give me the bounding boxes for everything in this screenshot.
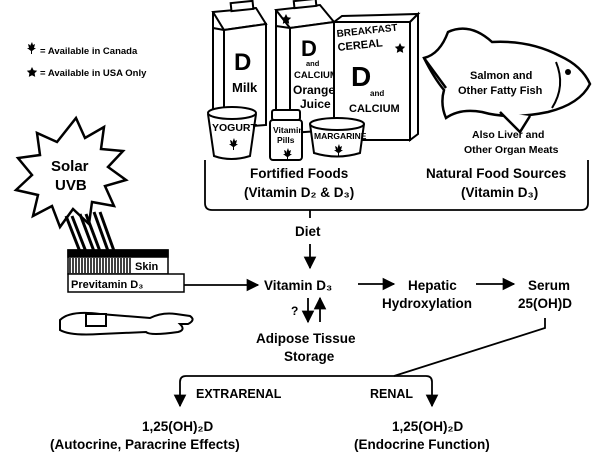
oj-calcium: CALCIUM bbox=[294, 70, 338, 81]
fortified-title: Fortified Foods bbox=[250, 166, 348, 181]
margarine-tub bbox=[309, 117, 365, 158]
fish-also2: Other Organ Meats bbox=[464, 144, 559, 156]
fish-also1: Also Liver and bbox=[472, 129, 544, 141]
adipose-line1: Adipose Tissue bbox=[256, 331, 356, 346]
vitamin-pills-bottle bbox=[269, 109, 303, 161]
oj-and: and bbox=[306, 59, 320, 68]
diet-label: Diet bbox=[295, 224, 321, 239]
storage-question: ? bbox=[291, 304, 298, 318]
fortified-sub: (Vitamin D₂ & D₃) bbox=[244, 185, 354, 200]
sun-burst-icon bbox=[13, 115, 129, 230]
hepatic-line1: Hepatic bbox=[408, 278, 457, 293]
pills-line2: Pills bbox=[277, 135, 295, 145]
extrarenal-label: EXTRARENAL bbox=[196, 387, 282, 401]
output-left-line1: 1,25(OH)₂D bbox=[142, 419, 214, 434]
legend-usa-text: = Available in USA Only bbox=[40, 68, 147, 79]
previtamin-label: Previtamin D₃ bbox=[71, 279, 143, 291]
sources-bracket bbox=[204, 160, 589, 211]
renal-label: RENAL bbox=[370, 387, 413, 401]
fish-line1: Salmon and bbox=[470, 70, 532, 82]
serum-line1: Serum bbox=[528, 278, 570, 293]
maple-leaf-icon bbox=[334, 144, 343, 156]
output-right-line1: 1,25(OH)₂D bbox=[392, 419, 464, 434]
skin-label: Skin bbox=[135, 261, 159, 273]
yogurt-label: YOGURT bbox=[212, 122, 258, 134]
star-icon bbox=[394, 43, 406, 53]
oj-letter: D bbox=[301, 36, 317, 61]
cereal-letter: D bbox=[351, 61, 371, 92]
fish-illustration bbox=[422, 27, 592, 134]
hepatic-line2: Hydroxylation bbox=[382, 296, 472, 311]
pills-line1: Vitamin bbox=[273, 125, 304, 135]
cereal-calcium: CALCIUM bbox=[349, 103, 400, 115]
fish-line2: Other Fatty Fish bbox=[458, 85, 543, 97]
previtamin-box bbox=[67, 273, 185, 293]
vitamin-d3-label: Vitamin D₃ bbox=[264, 278, 332, 293]
margarine-label: MARGARINE bbox=[314, 131, 367, 141]
natural-title: Natural Food Sources bbox=[426, 166, 566, 181]
milk-label: Milk bbox=[232, 80, 258, 95]
serum-line2: 25(OH)D bbox=[518, 296, 572, 311]
output-left-line2: (Autocrine, Paracrine Effects) bbox=[50, 437, 240, 452]
orange-juice-carton bbox=[274, 0, 336, 135]
arm-illustration bbox=[59, 311, 194, 336]
maple-leaf-icon bbox=[229, 138, 238, 150]
adipose-line2: Storage bbox=[284, 349, 335, 364]
cereal-line2: CEREAL bbox=[337, 37, 384, 54]
milk-letter: D bbox=[234, 49, 251, 76]
fish-eye-icon bbox=[565, 69, 571, 75]
legend: = Available in Canada = Available in USA… bbox=[26, 42, 147, 79]
sun-line2: UVB bbox=[55, 177, 87, 194]
sun-line1: Solar bbox=[51, 158, 89, 175]
star-icon bbox=[280, 14, 292, 24]
yogurt-cup bbox=[207, 106, 257, 160]
oj-orange: Orange bbox=[293, 83, 335, 97]
star-icon bbox=[26, 67, 38, 77]
cereal-and: and bbox=[370, 89, 384, 98]
skin-label-bg bbox=[132, 259, 166, 272]
maple-leaf-icon bbox=[283, 148, 292, 160]
legend-canada-text: = Available in Canada bbox=[40, 46, 138, 57]
output-right-line2: (Endocrine Function) bbox=[354, 437, 490, 452]
natural-sub: (Vitamin D₃) bbox=[461, 185, 538, 200]
oj-juice: Juice bbox=[300, 97, 331, 111]
milk-carton bbox=[211, 0, 268, 130]
flow-arrows bbox=[173, 244, 546, 408]
maple-leaf-icon bbox=[27, 42, 36, 54]
